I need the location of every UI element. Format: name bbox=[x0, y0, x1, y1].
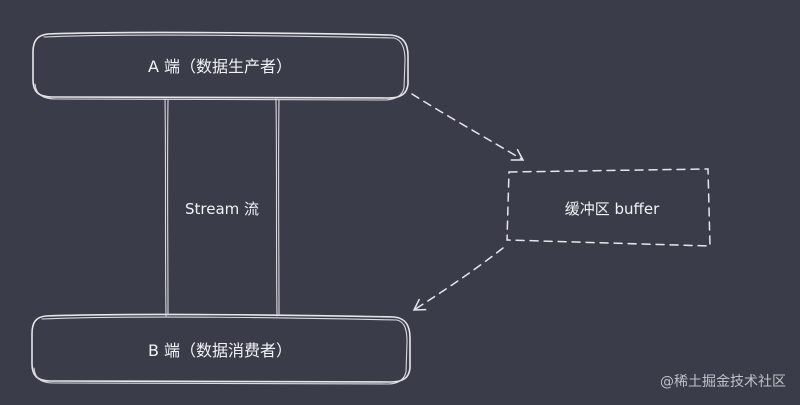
watermark: @稀土掘金技术社区 bbox=[660, 374, 786, 390]
consumer-node: B 端（数据消费者） bbox=[31, 313, 411, 385]
producer-label: A 端（数据生产者） bbox=[148, 57, 292, 76]
stream-label: Stream 流 bbox=[185, 200, 259, 218]
producer-box-stroke-2 bbox=[34, 34, 406, 101]
stream-edge: Stream 流 bbox=[164, 98, 280, 317]
buffer-node: 缓冲区 buffer bbox=[506, 168, 711, 247]
arrow-producer-to-buffer bbox=[411, 93, 525, 161]
stream-line-left bbox=[164, 98, 167, 317]
consumer-box bbox=[31, 313, 411, 383]
consumer-box-stroke-2 bbox=[33, 316, 408, 385]
stream-line-right bbox=[275, 98, 278, 317]
buffer-label: 缓冲区 buffer bbox=[565, 200, 660, 218]
arrow-buffer-to-consumer bbox=[412, 247, 504, 311]
consumer-label: B 端（数据消费者） bbox=[148, 341, 292, 360]
producer-node: A 端（数据生产者） bbox=[32, 31, 409, 101]
buffer-box bbox=[506, 168, 711, 247]
producer-box bbox=[32, 31, 409, 99]
